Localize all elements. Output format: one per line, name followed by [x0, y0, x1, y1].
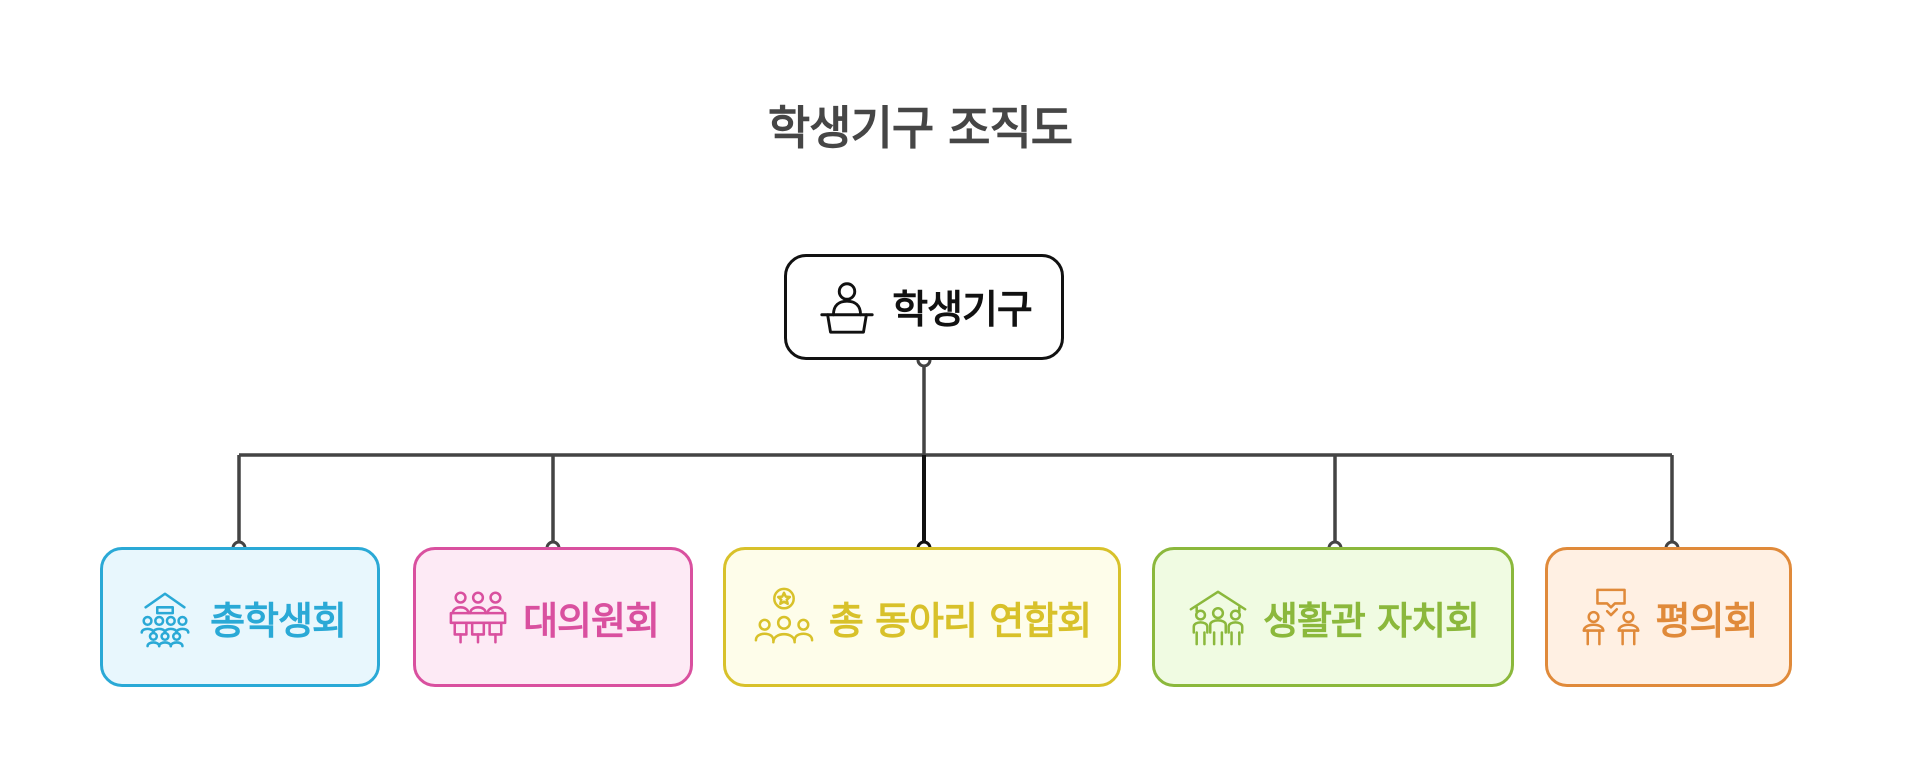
node-label: 생활관 자치회	[1263, 598, 1480, 643]
node-label: 평의회	[1655, 598, 1759, 643]
house-community-icon	[1189, 590, 1247, 646]
node-deliberative-council: 평의회	[1545, 547, 1792, 687]
graduation-group-icon	[140, 592, 190, 648]
root-label: 학생기구	[892, 288, 1033, 333]
node-representative-council: 대의원회	[413, 547, 693, 687]
discussion-icon	[1582, 588, 1639, 646]
node-dormitory-council: 생활관 자치회	[1152, 547, 1514, 687]
node-label: 총 동아리 연합회	[828, 598, 1092, 643]
node-label: 총학생회	[210, 598, 347, 643]
speaker-podium-icon	[820, 282, 874, 334]
node-label: 대의원회	[523, 598, 660, 643]
star-group-icon	[754, 587, 814, 644]
diagram-title: 학생기구 조직도	[767, 101, 1073, 155]
root-node: 학생기구	[784, 254, 1064, 360]
node-student-council: 총학생회	[100, 547, 380, 687]
assembly-table-icon	[449, 591, 507, 644]
node-club-federation: 총 동아리 연합회	[723, 547, 1121, 687]
